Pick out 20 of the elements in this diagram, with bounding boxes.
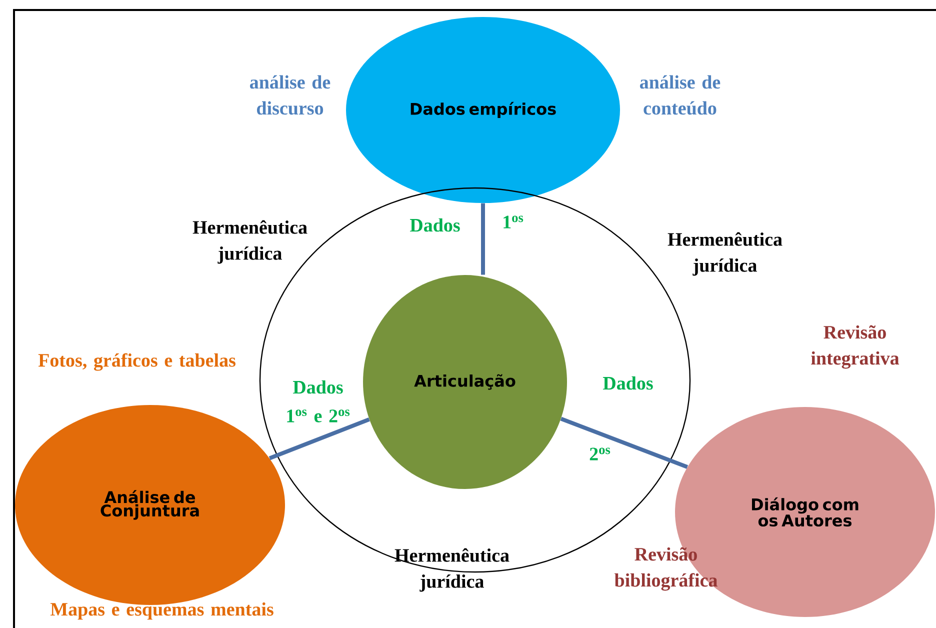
- annotation-text: Mapas e esquemas mentais: [50, 602, 274, 620]
- annotation-text: análise de discurso: [250, 75, 330, 115]
- label-text: 1$^{os}$: [504, 216, 524, 228]
- connector-line: [560, 416, 688, 469]
- label-text: Dados: [293, 380, 343, 394]
- connector-line: [481, 203, 485, 275]
- label-text: Hermenêutica jurídica: [394, 548, 510, 592]
- circle-node: Articulação: [363, 275, 567, 489]
- label-text: 1$^{os}$ e 2$^{os}$: [287, 410, 350, 422]
- annotation-text: Fotos, gráficos e tabelas: [38, 353, 236, 371]
- label-text: Hermenêutica jurídica: [668, 232, 782, 276]
- label-text: Hermenêutica jurídica: [192, 220, 308, 264]
- label-text: Dados: [603, 376, 653, 390]
- annotation-text: análise de conteúdo: [640, 75, 720, 115]
- circle-node: Dados empíricos: [346, 17, 620, 203]
- annotation-text: Revisão integrativa: [811, 325, 900, 369]
- label-text: 2$^{os}$: [590, 448, 610, 460]
- connector-line: [268, 418, 370, 460]
- label-text: Dados: [410, 218, 460, 232]
- annotation-text: Revisão bibliográfica: [614, 547, 718, 591]
